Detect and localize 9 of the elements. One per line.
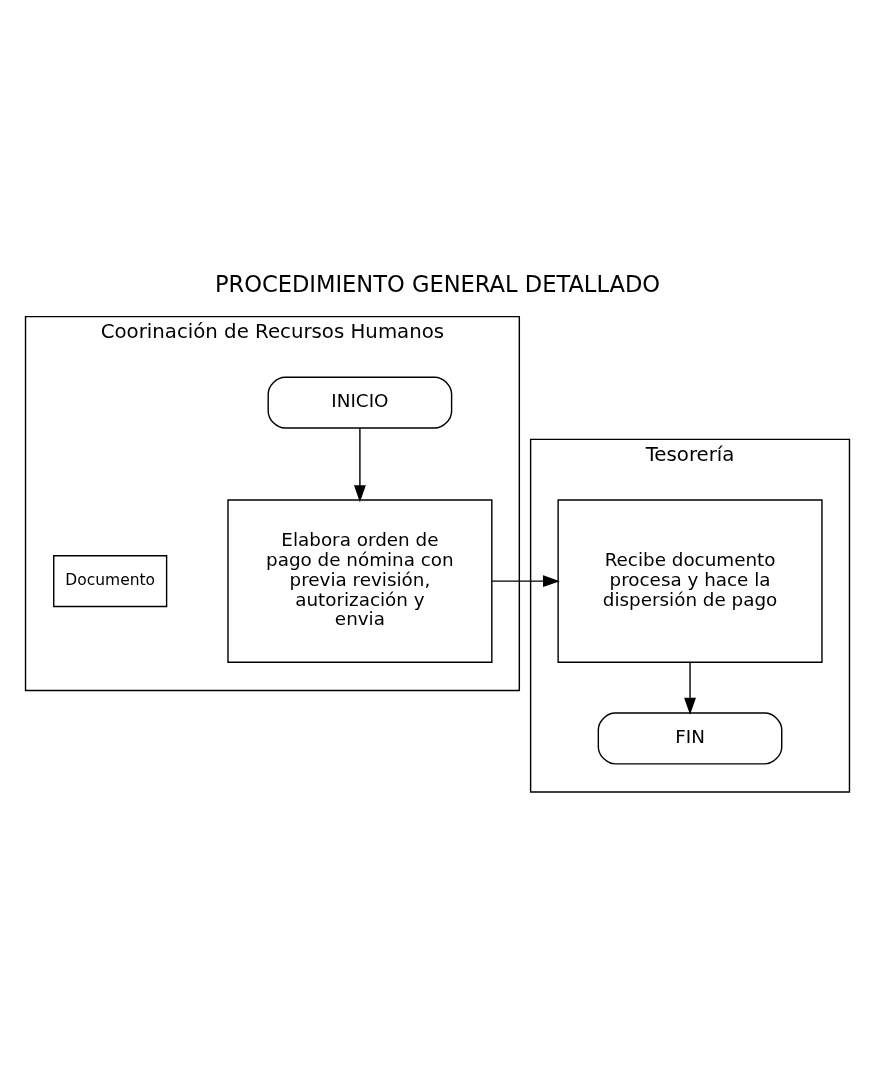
node-box: INICIO [267, 376, 453, 429]
diagram-title: PROCEDIMIENTO GENERAL DETALLADO [214, 270, 661, 297]
node-box: FIN [597, 711, 783, 765]
node-box: Documento [53, 554, 168, 607]
arrow [684, 661, 696, 715]
node-box: Elabora orden de pago de nómina con previa revisión, autorización y envia [227, 498, 493, 663]
arrow [353, 426, 366, 502]
node-box: Recibe documento procesa y hace la dispersión de pago [557, 498, 823, 663]
arrow [491, 574, 560, 587]
